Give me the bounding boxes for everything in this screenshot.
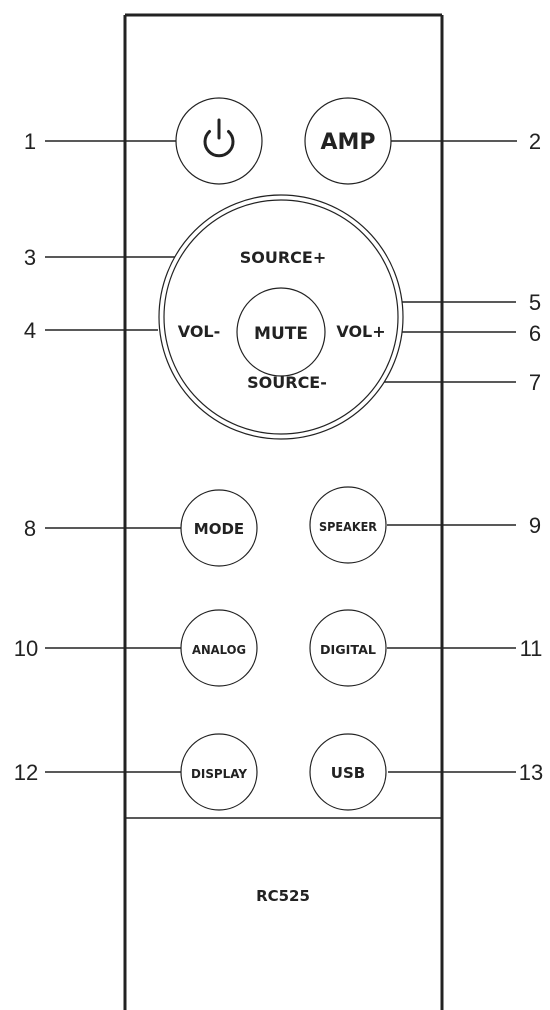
callout-7: 7 (529, 370, 541, 395)
mute-label: MUTE (254, 324, 308, 344)
callout-12: 12 (14, 760, 38, 785)
callout-6: 6 (529, 321, 541, 346)
callout-11: 11 (520, 636, 543, 661)
remote-body (123, 13, 444, 1010)
speaker-button[interactable]: SPEAKER (309, 486, 387, 564)
callout-10: 10 (14, 636, 38, 661)
power-icon (203, 118, 235, 158)
analog-label: ANALOG (192, 643, 246, 657)
speaker-label: SPEAKER (319, 520, 377, 534)
vol-plus-button[interactable]: VOL+ (336, 322, 385, 341)
amp-label: AMP (320, 130, 375, 155)
display-label: DISPLAY (191, 767, 247, 781)
callout-5: 5 (529, 290, 541, 315)
callout-numbers: 1 2 3 4 5 6 7 8 9 10 11 12 13 (14, 129, 543, 785)
vol-minus-button[interactable]: VOL- (178, 322, 221, 341)
callout-3: 3 (24, 245, 36, 270)
digital-button[interactable]: DIGITAL (309, 609, 387, 687)
callout-13: 13 (519, 760, 543, 785)
model-label: RC525 (256, 887, 310, 905)
usb-label: USB (331, 764, 365, 782)
mode-button[interactable]: MODE (180, 489, 258, 567)
amp-button[interactable]: AMP (304, 97, 392, 185)
digital-label: DIGITAL (320, 643, 376, 657)
callout-2: 2 (529, 129, 541, 154)
display-button[interactable]: DISPLAY (180, 733, 258, 811)
source-minus-button[interactable]: SOURCE- (247, 373, 327, 392)
usb-button[interactable]: USB (309, 733, 387, 811)
power-button[interactable] (175, 97, 263, 185)
mode-label: MODE (194, 520, 244, 538)
callout-1: 1 (24, 129, 36, 154)
callout-9: 9 (529, 513, 541, 538)
source-plus-button[interactable]: SOURCE+ (240, 248, 327, 267)
analog-button[interactable]: ANALOG (180, 609, 258, 687)
mute-button[interactable]: MUTE (236, 287, 326, 377)
callout-4: 4 (24, 318, 36, 343)
callout-8: 8 (24, 516, 36, 541)
